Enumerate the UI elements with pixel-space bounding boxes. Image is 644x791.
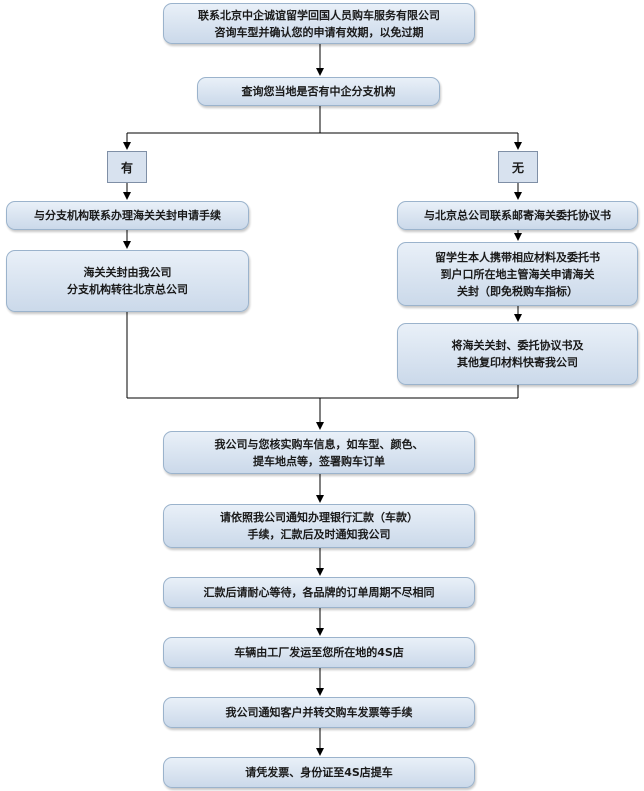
step-yes-contact-branch: 与分支机构联系办理海关关封申请手续 bbox=[6, 201, 249, 230]
step-text-line: 联系北京中企诚谊留学回国人员购车服务有限公司 bbox=[198, 8, 440, 22]
step-verify-order: 我公司与您核实购车信息，如车型、颜色、 提车地点等，签署购车订单 bbox=[163, 431, 475, 474]
step-no-mail-documents: 将海关关封、委托协议书及 其他复印材料快寄我公司 bbox=[397, 323, 638, 385]
step-text-line: 分支机构转往北京总公司 bbox=[67, 283, 188, 296]
branch-no-label: 无 bbox=[498, 151, 538, 183]
step-text-line: 将海关关封、委托协议书及 bbox=[451, 339, 584, 352]
step-text-line: 查询您当地是否有中企分支机构 bbox=[241, 85, 396, 98]
step-text-line: 与北京总公司联系邮寄海关委托协议书 bbox=[424, 209, 611, 222]
step-text-line: 与分支机构联系办理海关关封申请手续 bbox=[34, 209, 221, 222]
step-wait-order: 汇款后请耐心等待，各品牌的订单周期不尽相同 bbox=[163, 577, 475, 608]
step-text-line: 我公司与您核实购车信息，如车型、颜色、 bbox=[214, 437, 424, 451]
step-text-line: 请依照我公司通知办理银行汇款（车款） bbox=[220, 511, 418, 524]
step-bank-remittance: 请依照我公司通知办理银行汇款（车款） 手续，汇款后及时通知我公司 bbox=[163, 504, 475, 548]
step-ship-vehicle: 车辆由工厂发运至您所在地的4S店 bbox=[163, 637, 475, 668]
step-no-apply-customs: 留学生本人携带相应材料及委托书 到户口所在地主管海关申请海关 关封（即免税购车指… bbox=[397, 242, 638, 306]
step-text-line: 到户口所在地主管海关申请海关 bbox=[440, 267, 595, 281]
step-text-line: 我公司通知客户并转交购车发票等手续 bbox=[225, 706, 413, 719]
step-text-line: 手续，汇款后及时通知我公司 bbox=[247, 528, 391, 541]
step-yes-forward-seal: 海关关封由我公司 分支机构转往北京总公司 bbox=[6, 250, 249, 312]
step-text-line: 提车地点等，签署购车订单 bbox=[253, 454, 385, 468]
step-query-branch: 查询您当地是否有中企分支机构 bbox=[197, 77, 440, 106]
step-text-line: 海关关封由我公司 bbox=[83, 266, 172, 279]
step-contact-company: 联系北京中企诚谊留学回国人员购车服务有限公司 咨询车型并确认您的申请有效期，以免… bbox=[163, 3, 475, 44]
branch-yes-label: 有 bbox=[107, 151, 147, 183]
step-text-line: 留学生本人携带相应材料及委托书 bbox=[435, 250, 600, 264]
step-transfer-invoice: 我公司通知客户并转交购车发票等手续 bbox=[163, 697, 475, 728]
step-pickup-vehicle: 请凭发票、身份证至4S店提车 bbox=[163, 757, 475, 788]
step-text-line: 其他复印材料快寄我公司 bbox=[457, 356, 578, 369]
step-text-line: 请凭发票、身份证至4S店提车 bbox=[245, 766, 393, 779]
step-text-line: 关封（即免税购车指标） bbox=[457, 284, 578, 298]
step-text-line: 咨询车型并确认您的申请有效期，以免过期 bbox=[214, 25, 424, 39]
step-text-line: 车辆由工厂发运至您所在地的4S店 bbox=[234, 646, 404, 659]
step-text-line: 汇款后请耐心等待，各品牌的订单周期不尽相同 bbox=[203, 586, 435, 599]
step-no-contact-hq: 与北京总公司联系邮寄海关委托协议书 bbox=[397, 201, 638, 230]
